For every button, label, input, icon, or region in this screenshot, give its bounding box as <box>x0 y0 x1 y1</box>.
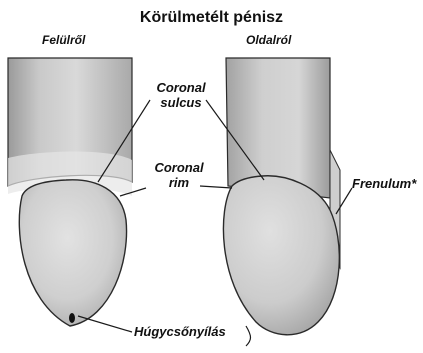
coronal-sulcus-label-line1: Coronal <box>148 80 214 95</box>
diagram-title: Körülmetélt pénisz <box>0 9 423 27</box>
urethral-opening-label: Húgycsőnyílás <box>134 324 226 339</box>
view-label-top: Felülről <box>42 33 85 47</box>
view-label-side: Oldalról <box>246 33 291 47</box>
side-view-drawing <box>223 58 340 335</box>
bracket-urethral <box>246 326 251 346</box>
frenulum-label: Frenulum* <box>352 176 416 191</box>
coronal-sulcus-label: Coronal sulcus <box>148 80 214 110</box>
side-view-glans <box>223 176 339 335</box>
urethral-opening-mark <box>69 313 75 323</box>
coronal-rim-label-line2: rim <box>146 175 212 190</box>
top-view-glans <box>19 180 126 326</box>
coronal-sulcus-label-line2: sulcus <box>148 95 214 110</box>
coronal-rim-label: Coronal rim <box>146 160 212 190</box>
top-view-drawing <box>8 58 132 326</box>
leader-urethral <box>78 316 132 332</box>
coronal-rim-label-line1: Coronal <box>146 160 212 175</box>
